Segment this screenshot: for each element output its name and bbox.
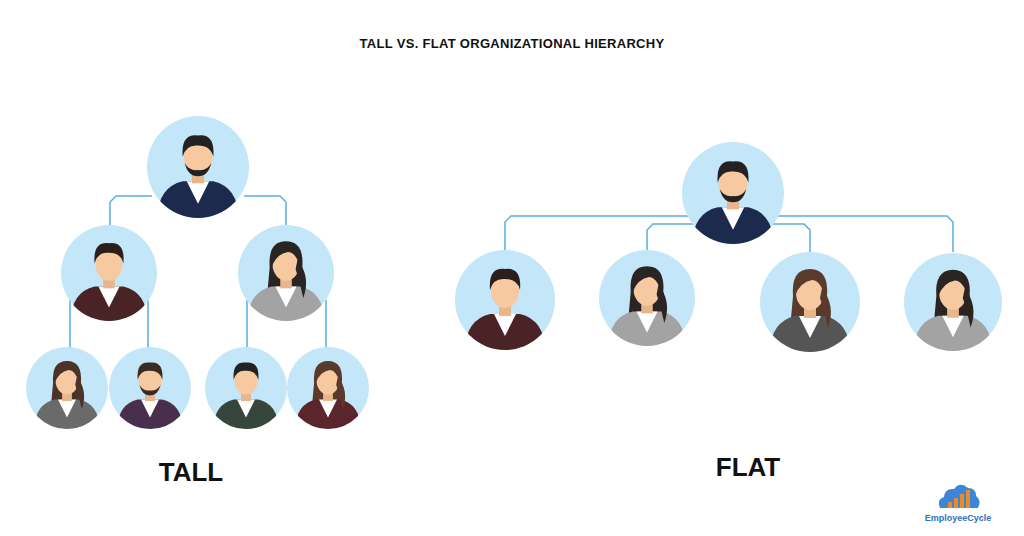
person-avatar [455,250,555,352]
logo-icon [939,485,980,508]
connector-line [147,300,149,350]
person-avatar [682,142,784,246]
person-avatar [760,252,860,354]
person-avatar [147,116,249,220]
person-avatar [61,225,157,323]
person-avatar [904,253,1002,353]
connector-line [246,300,248,350]
avatars [26,116,1002,431]
person-avatar [238,225,334,323]
person-avatar [205,347,287,431]
connector-line [325,300,327,350]
section-label: TALL [159,457,224,488]
person-avatar [599,250,695,348]
logo-text: EmployeeCycle [925,513,992,523]
connector-line [110,196,152,226]
person-avatar [109,347,191,431]
connector-line [244,196,286,226]
person-avatar [287,347,369,431]
section-label: FLAT [716,452,781,483]
diagram-title: TALL VS. FLAT ORGANIZATIONAL HIERARCHY [360,36,665,51]
connector-line [69,300,71,350]
person-avatar [26,347,108,431]
